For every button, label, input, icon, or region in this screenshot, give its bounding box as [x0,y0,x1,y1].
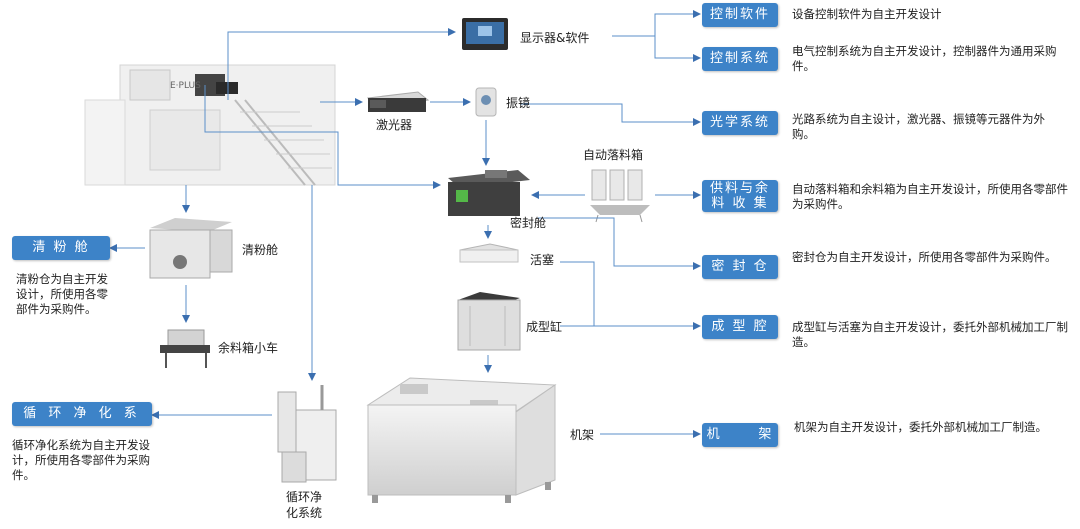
frame-illustration [366,377,557,503]
control-system-box: 控制系统 [702,47,778,71]
galvo-illustration [475,87,497,117]
auto-drop-label: 自动落料箱 [583,148,644,162]
frame-box: 机 架 [702,423,778,447]
cleaner-label: 清粉舱 [242,243,279,257]
chamber-label: 密封舱 [510,216,547,230]
supply-box-line2: 料 收 集 [711,196,769,211]
galvo-label: 振镜 [506,96,531,110]
laser-illustration [366,91,430,112]
cleaner-illustration [149,218,233,279]
purifier-label-line2: 化系统 [286,506,323,520]
supply-box-line1: 供料与余 [709,181,770,196]
forming-chamber-box: 成 型 腔 [702,315,778,339]
auto-drop-box-illustration [590,169,650,223]
circulation-desc: 循环净化系统为自主开发设计，所使用各零部件为采购件。 [12,438,150,482]
purifier-label-line1: 循环净 [286,490,323,504]
supply-box-text: 供料与余料 收 集 [710,181,770,211]
cleaning-box: 清 粉 舱 [12,236,110,260]
optical-system-box: 光学系统 [702,111,778,135]
control-software-desc: 设备控制软件为自主开发设计 [792,7,942,21]
sealed-chamber-desc: 密封仓为自主开发设计，所使用各零部件为采购件。 [792,250,1057,264]
cart-illustration [160,329,210,368]
frame-label: 机架 [570,428,595,442]
cart-label: 余料箱小车 [218,341,279,355]
display-label: 显示器&软件 [520,31,590,45]
piston-illustration [459,243,519,263]
piston-label: 活塞 [530,253,555,267]
laser-label: 激光器 [376,118,413,132]
sealed-chamber-box: 密 封 仓 [702,255,778,279]
main-machine-illustration: E·PLUS [84,64,336,186]
purifier-illustration [277,385,337,483]
optical-system-desc: 光路系统为自主设计，激光器、振镜等元器件为外购。 [792,112,1045,141]
control-system-desc: 电气控制系统为自主开发设计，控制器件为通用采购件。 [792,44,1057,73]
cylinder-label: 成型缸 [526,320,563,334]
supply-box: 供料与余料 收 集 [702,180,778,212]
circulation-box: 循 环 净 化 系 统 [12,402,152,445]
cylinder-illustration [457,292,521,351]
supply-desc: 自动落料箱和余料箱为自主开发设计，所使用各零部件为采购件。 [792,182,1068,211]
monitor-illustration [462,18,508,50]
control-software-box: 控制软件 [702,3,778,27]
cleaning-desc: 清粉仓为自主开发设计，所使用各零部件为采购件。 [16,272,108,316]
connector-lines [109,10,701,438]
svg-text:E·PLUS: E·PLUS [170,81,201,91]
forming-chamber-desc: 成型缸与活塞为自主开发设计，委托外部机械加工厂制造。 [792,320,1068,349]
sealed-chamber-illustration [448,170,530,216]
frame-desc: 机架为自主开发设计，委托外部机械加工厂制造。 [794,420,1047,434]
